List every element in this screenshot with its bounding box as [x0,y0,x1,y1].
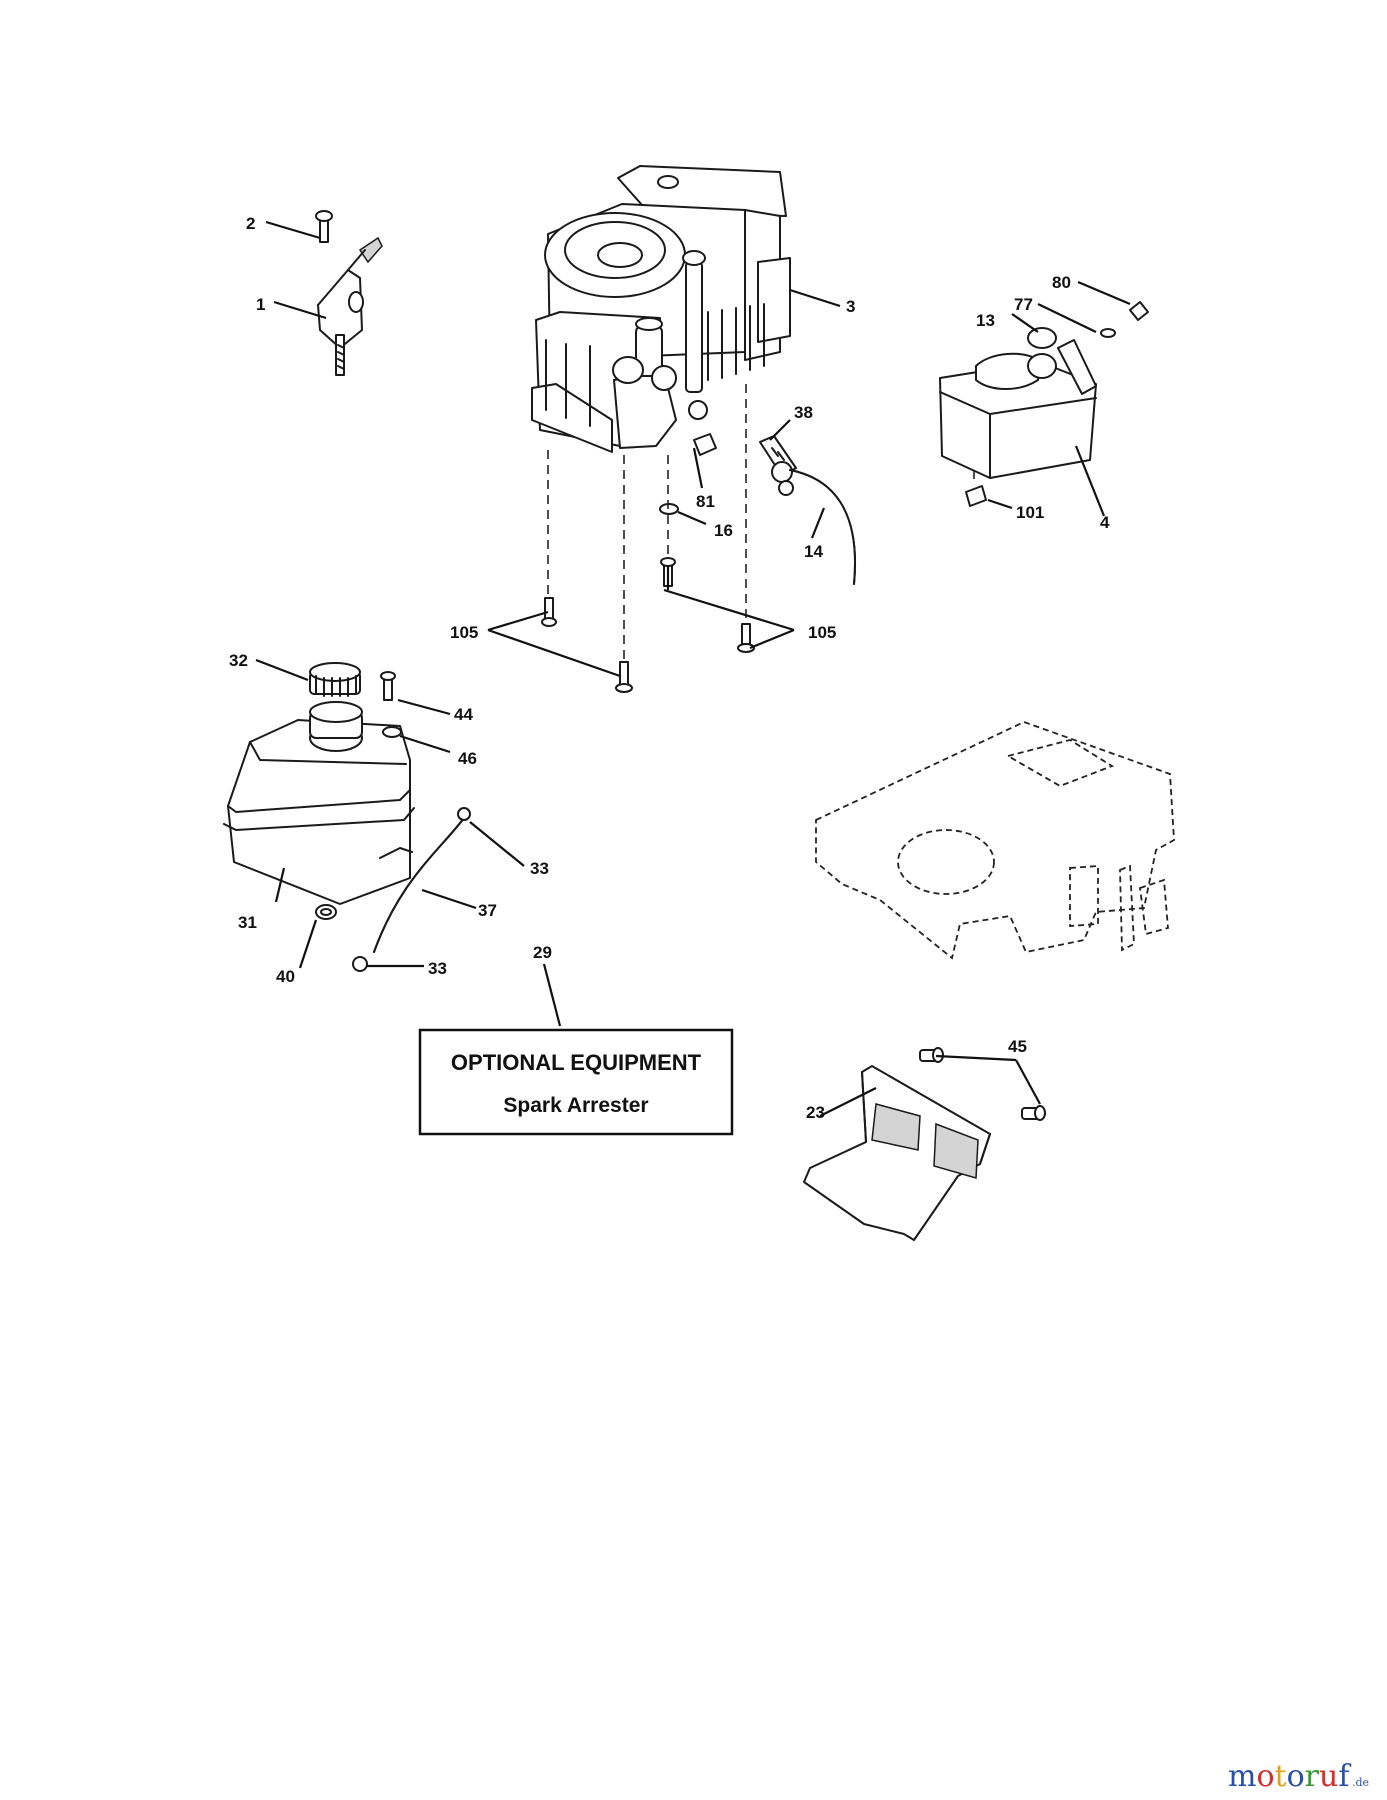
watermark-letter: r [1305,1759,1320,1794]
muffler-assembly [939,301,1149,507]
watermark-logo: motoruf .de [1228,1759,1369,1794]
throttle-control-assembly [315,210,383,376]
callout-33-upper: 33 [530,859,549,878]
chassis-frame-reference [815,721,1175,960]
callout-101: 101 [1016,503,1044,522]
callout-38: 38 [794,403,813,422]
callout-37: 37 [478,901,497,920]
fuel-tank-assembly [223,662,415,920]
leader-lines [255,220,1131,1117]
fuel-filter-and-hose [759,435,856,585]
callout-3: 3 [846,297,855,316]
callout-40: 40 [276,967,295,986]
callout-45: 45 [1008,1037,1027,1056]
callout-16: 16 [714,521,733,540]
callout-105-right: 105 [808,623,836,642]
watermark-letter: o [1256,1759,1274,1794]
callout-44: 44 [454,705,473,724]
callout-23: 23 [806,1103,825,1122]
optional-equipment-box: OPTIONAL EQUIPMENT Spark Arrester [418,1028,734,1136]
engine-fasteners [541,433,755,693]
watermark-letter: u [1319,1759,1338,1794]
optional-equipment-subtitle: Spark Arrester [503,1094,648,1117]
watermark-letter: m [1228,1759,1256,1794]
watermark-brand: motoruf [1228,1759,1351,1794]
watermark-suffix: .de [1352,1776,1369,1789]
callout-labels: 2 1 3 80 77 13 4 101 38 81 16 14 105 105… [229,214,1110,1122]
callout-1: 1 [256,295,265,314]
callout-80: 80 [1052,273,1071,292]
callout-14: 14 [804,542,823,561]
callout-46: 46 [458,749,477,768]
callout-4: 4 [1100,513,1110,532]
callout-33-lower: 33 [428,959,447,978]
callout-77: 77 [1014,295,1033,314]
fuel-line-assembly [352,807,471,972]
engine-assembly [531,165,791,453]
watermark-letter: o [1287,1759,1305,1794]
callout-13: 13 [976,311,995,330]
callout-2: 2 [246,214,255,233]
callout-81: 81 [696,492,715,511]
watermark-letter: t [1275,1759,1287,1794]
watermark-letter: f [1338,1759,1351,1794]
optional-equipment-title: OPTIONAL EQUIPMENT [451,1050,702,1075]
spark-arrester-assembly [803,1047,1046,1241]
callout-32: 32 [229,651,248,670]
callout-29: 29 [533,943,552,962]
callout-105-left: 105 [450,623,478,642]
callout-31: 31 [238,913,257,932]
